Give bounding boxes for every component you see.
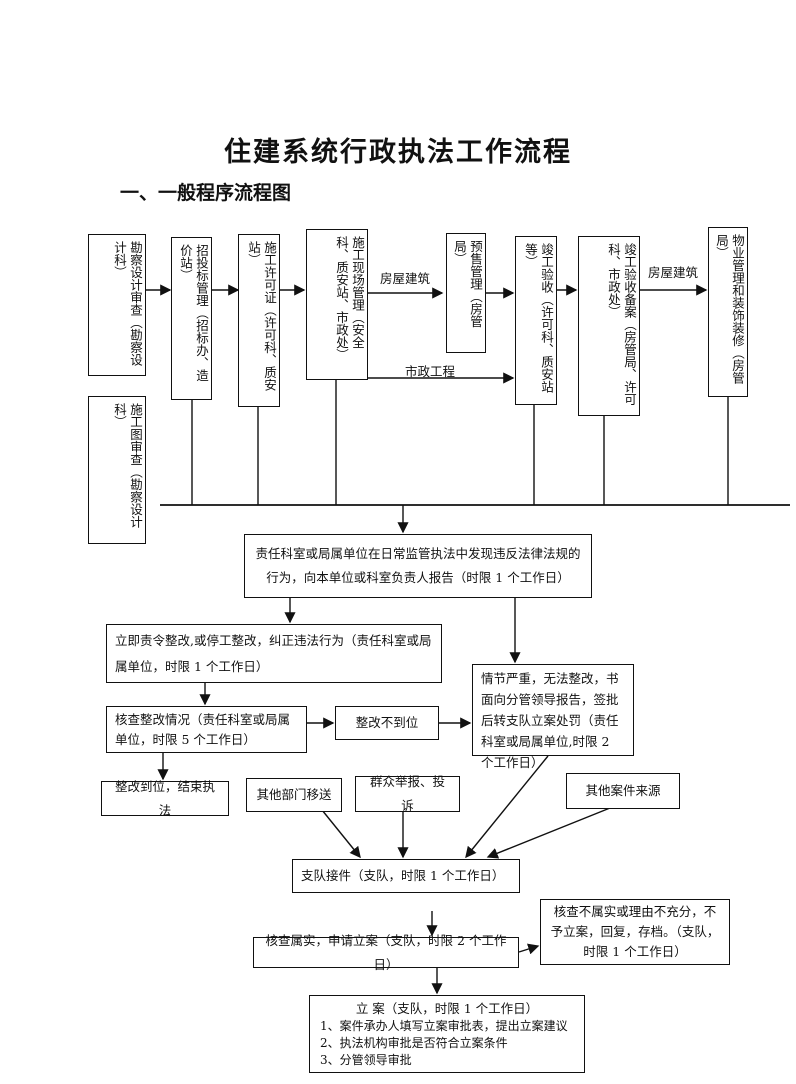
case-step-3: 3、分管领导审批 [320, 1053, 412, 1067]
case-step-1: 1、案件承办人填写立案审批表，提出立案建议 [320, 1019, 568, 1033]
drawing-review-box: 施工图审查（勘察设计科） [88, 396, 146, 544]
permit-box: 施工许可证（许可科、质安站） [238, 234, 280, 407]
acceptance-box: 竣工验收（许可科、质安站等） [515, 236, 557, 405]
other-dept-box: 其他部门移送 [246, 778, 342, 812]
edge-label-housing-1: 房屋建筑 [380, 271, 431, 286]
presale-box: 预售管理（房管局） [446, 233, 486, 353]
discover-box: 责任科室或局属单位在日常监管执法中发现违反法律法规的行为，向本单位或科室负责人报… [244, 534, 592, 598]
site-management-box: 施工现场管理（安全科、质安站、市政处） [306, 229, 368, 380]
survey-review-box: 勘察设计审查（勘察设计科） [88, 234, 146, 376]
rectify-now-box: 立即责令整改,或停工整改，纠正违法行为（责任科室或局属单位，时限 1 个工作日） [106, 624, 442, 683]
case-step-2: 2、执法机构审批是否符合立案条件 [320, 1036, 508, 1050]
filing-box: 竣工验收备案（房管局、许可科、市政处） [578, 236, 640, 416]
serious-case-box: 情节严重，无法整改，书面向分管领导报告，签批后转支队立案处罚（责任科室或局属单位… [472, 664, 634, 770]
other-source-box: 其他案件来源 [566, 773, 680, 809]
check-rectify-box: 核查整改情况（责任科室或局属单位，时限 5 个工作日） [106, 706, 307, 753]
property-box: 物业管理和装饰装修（房管局） [708, 227, 748, 397]
edge-label-housing-2: 房屋建筑 [648, 265, 699, 280]
case-filing-title: 立 案（支队，时限 1 个工作日） [355, 1001, 539, 1016]
brigade-accept-box: 支队接件（支队，时限 1 个工作日） [292, 859, 520, 893]
case-filing-box: 立 案（支队，时限 1 个工作日） 1、案件承办人填写立案审批表，提出立案建议 … [309, 995, 585, 1073]
not-rectified-box: 整改不到位 [335, 706, 439, 740]
public-report-box: 群众举报、投诉 [355, 774, 460, 813]
not-verified-box: 核查不属实或理由不充分，不予立案，回复，存档。（支队，时限 1 个工作日） [540, 899, 730, 965]
edge-label-municipal: 市政工程 [405, 364, 456, 379]
rectified-end-box: 整改到位，结束执法 [101, 779, 229, 818]
section-subtitle: 一、一般程序流程图 [120, 182, 292, 204]
page-title: 住建系统行政执法工作流程 [224, 137, 572, 168]
verified-file-box: 核查属实，申请立案（支队，时限 2 个工作日） [253, 933, 519, 972]
bidding-box: 招投标管理（招标办、造价站） [171, 237, 212, 400]
